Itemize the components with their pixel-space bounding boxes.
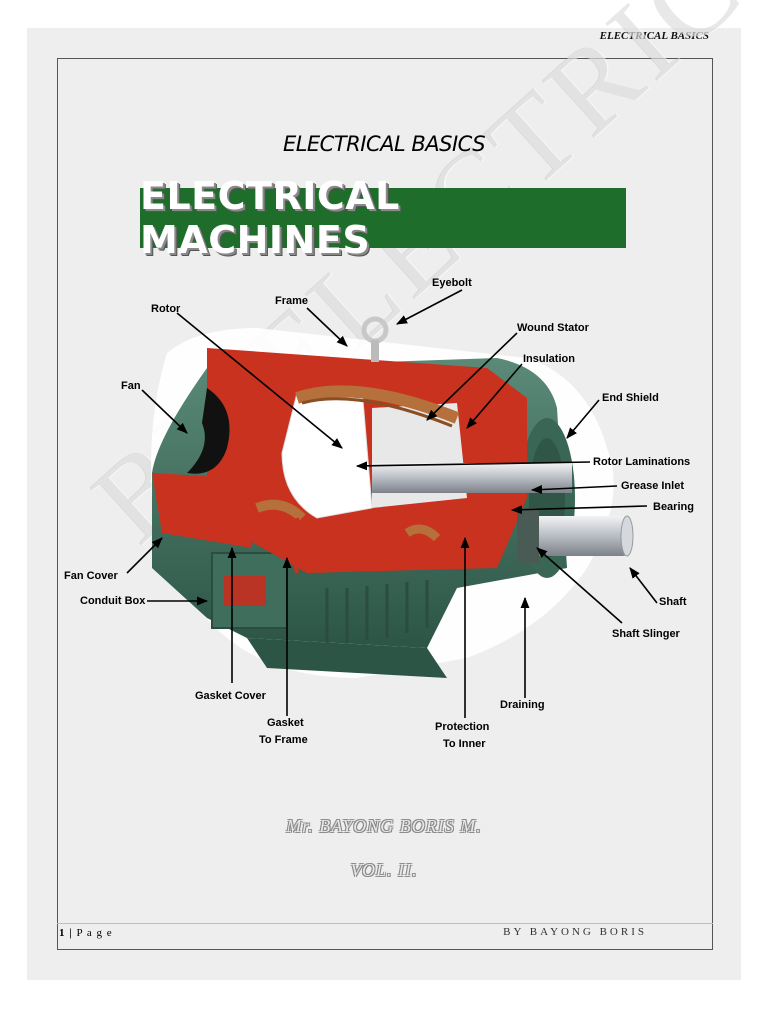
- page-footer-left: 1 | P a g e: [59, 927, 113, 939]
- page-border: [57, 58, 713, 950]
- running-header: ELECTRICAL BASICS: [599, 30, 709, 42]
- label-shaft: Shaft: [659, 596, 687, 608]
- label-frame: Frame: [275, 295, 308, 307]
- label-protection-to-inner-2: To Inner: [443, 738, 486, 750]
- label-conduit-box: Conduit Box: [80, 595, 146, 607]
- volume-number: VOL. II.: [350, 860, 418, 880]
- label-gasket-to-frame-2: To Frame: [259, 734, 308, 746]
- label-protection-to-inner-1: Protection: [435, 721, 490, 733]
- title-banner: ELECTRICAL MACHINES: [140, 174, 626, 262]
- label-draining: Draining: [500, 699, 545, 711]
- label-fan-cover: Fan Cover: [64, 570, 119, 582]
- label-gasket-to-frame-1: Gasket: [267, 717, 304, 729]
- label-wound-stator: Wound Stator: [517, 322, 590, 334]
- banner-text: ELECTRICAL MACHINES: [140, 174, 400, 262]
- label-bearing: Bearing: [653, 501, 694, 513]
- label-eyebolt: Eyebolt: [432, 277, 472, 289]
- label-gasket-cover: Gasket Cover: [195, 690, 267, 702]
- document-page: ELECTRICAL BASICS BK ELECTRICALS ELECTRI…: [27, 0, 768, 980]
- footer-author: BY BAYONG BORIS: [503, 926, 647, 938]
- cutaway-section: [152, 316, 527, 574]
- label-shaft-slinger: Shaft Slinger: [612, 628, 681, 640]
- page-word: P a g e: [76, 927, 113, 939]
- page-number: 1: [59, 927, 66, 939]
- label-rotor-laminations: Rotor Laminations: [593, 456, 690, 468]
- footer-divider: [57, 923, 713, 924]
- label-insulation: Insulation: [523, 353, 575, 365]
- label-grease-inlet: Grease Inlet: [621, 480, 684, 492]
- label-end-shield: End Shield: [602, 392, 659, 404]
- label-fan: Fan: [121, 380, 141, 392]
- document-heading: ELECTRICAL BASICS: [282, 132, 486, 156]
- author-name: Mr. BAYONG BORIS M.: [286, 816, 482, 836]
- leader-lines: [126, 289, 658, 718]
- motor-cutaway-diagram: Eyebolt Rotor Frame Wound Stator Insulat…: [64, 277, 694, 750]
- label-rotor: Rotor: [151, 303, 181, 315]
